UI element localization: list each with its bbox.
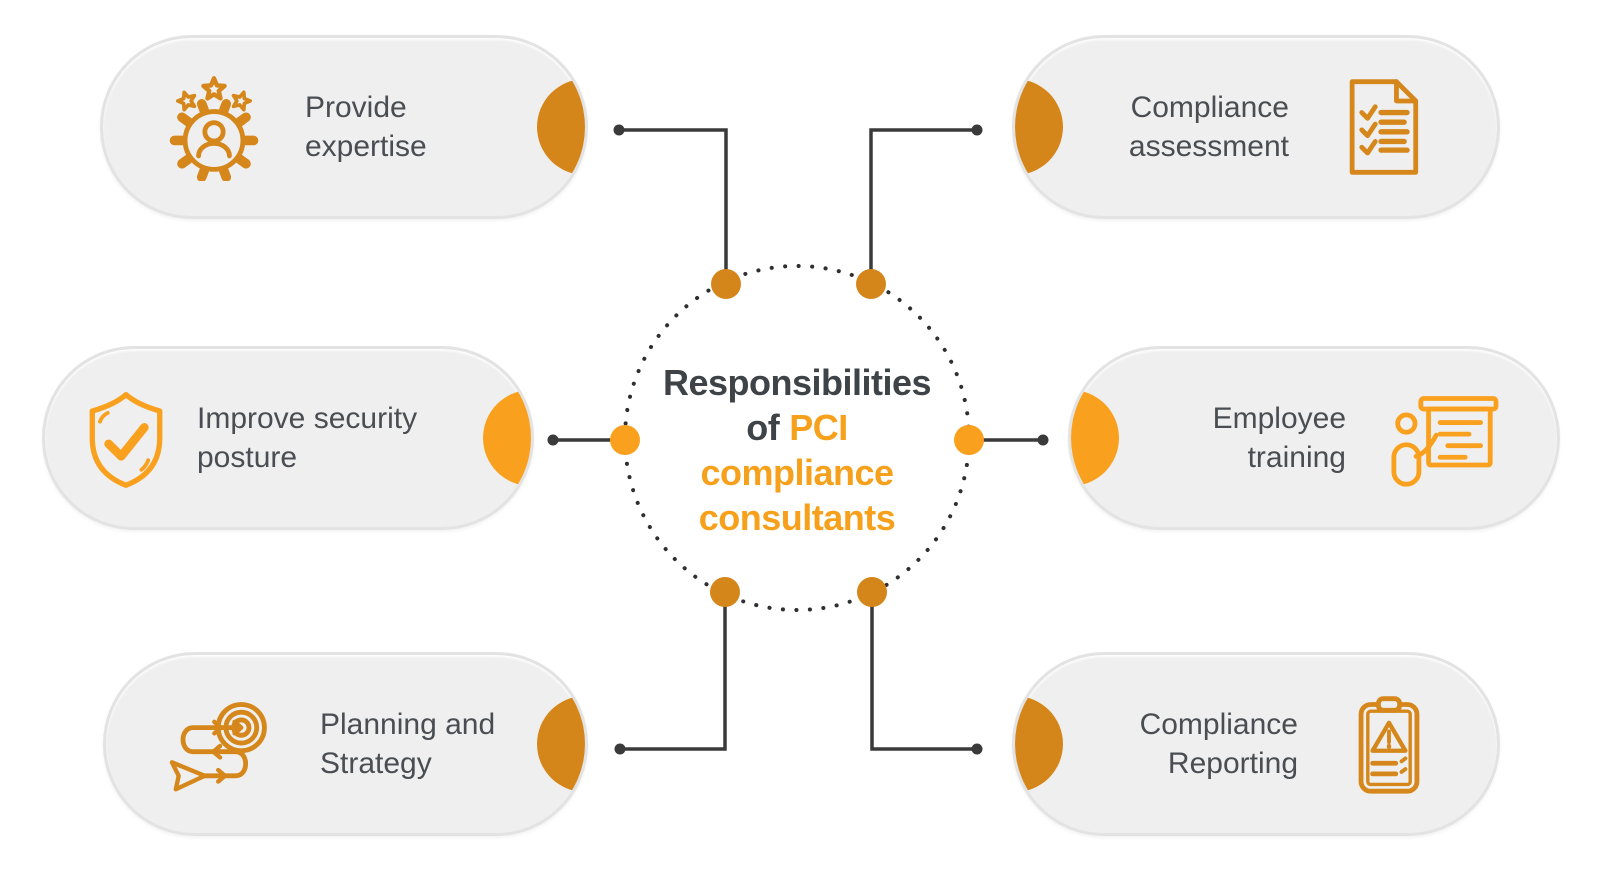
assessment-checklist-icon (1349, 79, 1419, 175)
pill-label: Compliance Reporting (1139, 708, 1298, 780)
expertise-gear-icon (169, 76, 259, 181)
connector-top-right (869, 128, 977, 284)
pill-accent-bump (537, 79, 585, 175)
pill-label: Provide expertise (305, 91, 427, 163)
pill-label: Improve security posture (197, 402, 418, 474)
pill-provide-expertise: Provide expertise (100, 35, 588, 219)
circle-node-dot (856, 269, 886, 299)
connector-end-dot (614, 743, 626, 755)
circle-node-dot (710, 577, 740, 607)
pill-accent-bump (1015, 79, 1063, 175)
pill-improve-security-posture: Improve security posture (42, 346, 534, 530)
connector-end-dot (1037, 434, 1049, 446)
connector-top-left (619, 128, 728, 284)
pill-compliance-assessment: Compliance assessment (1012, 35, 1500, 219)
pill-accent-bump (483, 390, 531, 486)
pill-compliance-reporting: Compliance Reporting (1012, 652, 1500, 836)
pill-label: Compliance assessment (1128, 91, 1289, 163)
connector-end-dot (971, 124, 983, 136)
pill-accent-bump (1015, 696, 1063, 792)
circle-node-dot (954, 425, 984, 455)
connector-end-dot (547, 434, 559, 446)
title-line-3: compliance (700, 452, 894, 493)
connector-bottom-right (870, 592, 977, 751)
connector-end-dot (613, 124, 625, 136)
pill-accent-bump (1071, 390, 1119, 486)
pill-employee-training: Employee training (1068, 346, 1560, 530)
title-line-4: consultants (698, 497, 896, 538)
title-line-1: Responsibilities (662, 362, 932, 403)
connector-bottom-left (620, 592, 727, 751)
circle-node-dot (857, 577, 887, 607)
pill-planning-strategy: Planning and Strategy (103, 652, 588, 836)
connector-end-dot (971, 743, 983, 755)
reporting-clipboard-icon (1358, 696, 1420, 794)
pill-label: Employee training (1212, 402, 1346, 474)
security-shield-icon (89, 391, 163, 488)
pill-accent-bump (537, 696, 585, 792)
circle-node-dot (610, 425, 640, 455)
pill-label: Planning and Strategy (320, 708, 496, 780)
training-presentation-icon (1391, 396, 1499, 487)
planning-target-icon (169, 702, 267, 792)
circle-node-dot (711, 269, 741, 299)
